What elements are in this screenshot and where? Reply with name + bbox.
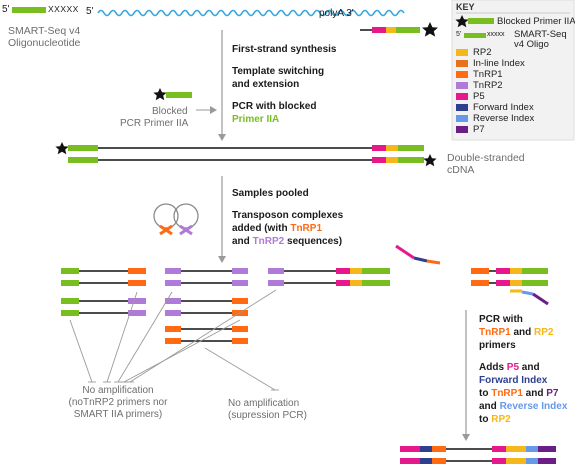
ds-cdna-bottom-strand (68, 154, 437, 167)
step-transposon-1: Transposon complexes (232, 210, 344, 221)
pcr2-text: PCR with TnRP1 and RP2 primers Adds P5 a… (479, 314, 568, 425)
no-amp-label-1: No amplification (noTnRP2 primers nor SM… (68, 385, 168, 420)
step-transposon-2: added (with TnRP1 (232, 223, 323, 234)
step-pcr-blocked: PCR with blocked (232, 101, 317, 112)
step-primer-iia: Primer IIA (232, 114, 280, 125)
key-star-icon (455, 15, 469, 28)
blocked-label-1: Blocked (152, 106, 188, 117)
ds-cdna-label-1: Double-stranded (447, 152, 525, 164)
key-tnrp2: TnRP2 (473, 80, 503, 91)
key-title: KEY (456, 2, 475, 12)
oligo-label-1: SMART-Seq v4 (8, 25, 81, 37)
key-rp2: RP2 (473, 47, 492, 58)
blocked-primer-icon (153, 88, 192, 101)
final-library-product (400, 446, 556, 464)
transposon-complex-icon (153, 203, 199, 236)
fragment-row-1 (61, 268, 390, 286)
no-amp-pointers (69, 289, 279, 391)
no-amp-label-2: No amplification (supression PCR) (228, 398, 307, 421)
oligo-xxxxx: XXXXX (48, 4, 79, 14)
pcr-right-fragment (395, 244, 549, 306)
oligo-green-segment (12, 7, 46, 13)
key-blocked-primer: Blocked Primer IIA (497, 16, 575, 27)
key-p7: P7 (473, 124, 485, 135)
key-reverse-index: Reverse Index (473, 113, 535, 124)
polya-label: polyA 3' (319, 8, 354, 19)
key-tnrp1: TnRP1 (473, 69, 503, 80)
oligo-label-2: Oligonucleotide (8, 37, 81, 49)
step-template-switching-2: and extension (232, 79, 300, 90)
step-transposon-3: and TnRP2 sequences) (232, 236, 343, 247)
key-oligo-prefix: 5' (456, 31, 462, 38)
step-first-strand: First-strand synthesis (232, 44, 337, 55)
key-p5: P5 (473, 91, 485, 102)
fragment-row-2 (61, 298, 248, 316)
ds-cdna-top-strand (55, 142, 424, 155)
step-template-switching-1: Template switching (232, 66, 325, 77)
blocked-label-2: PCR Primer IIA (120, 118, 189, 129)
rna-5prime: 5' (86, 6, 94, 17)
oligo-5prime: 5' (2, 4, 10, 15)
key-inline-index: In-line Index (473, 58, 525, 69)
key-oligo-xxxxx: xxxxx (487, 31, 505, 38)
key-oligo-label-1: SMART-Seq (514, 29, 567, 40)
key-oligo-label-2: v4 Oligo (514, 39, 549, 50)
rna-strand (97, 9, 405, 17)
fragment-row-3 (165, 326, 248, 344)
ds-cdna-label-2: cDNA (447, 164, 475, 176)
oligo-dt-primer-top (360, 22, 438, 37)
smart-seq-oligo (12, 7, 46, 13)
step-samples-pooled: Samples pooled (232, 188, 309, 199)
key-forward-index: Forward Index (473, 102, 534, 113)
block-star-icon (422, 22, 438, 37)
key-legend (451, 0, 575, 141)
